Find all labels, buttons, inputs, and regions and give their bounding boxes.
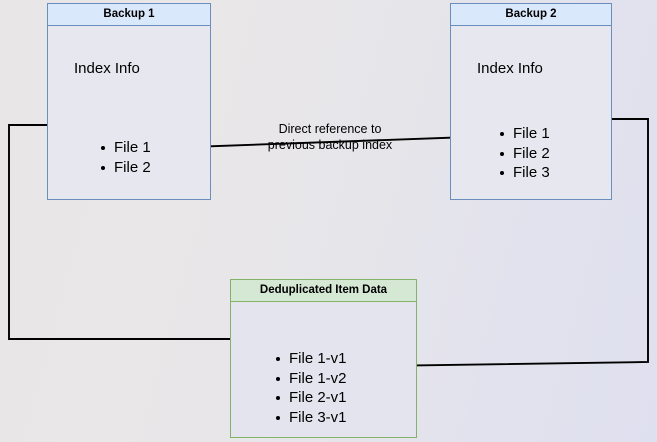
- node-backup1-file-list: File 1 File 2: [100, 138, 151, 177]
- node-backup2-subtitle: Index Info: [477, 60, 543, 77]
- list-item: File 1: [499, 124, 550, 144]
- edge-label-line-2: previous backup index: [267, 138, 393, 152]
- list-item: File 1-v1: [275, 349, 347, 369]
- list-item: File 3: [499, 163, 550, 183]
- node-deduplicated-file-list: File 1-v1 File 1-v2 File 2-v1 File 3-v1: [275, 349, 347, 427]
- node-backup1-header: Backup 1: [48, 4, 210, 26]
- list-item: File 1-v2: [275, 369, 347, 389]
- node-deduplicated-body: File 1-v1 File 1-v2 File 2-v1 File 3-v1: [231, 302, 416, 437]
- node-backup2-file-list: File 1 File 2 File 3: [499, 124, 550, 183]
- edge-label-direct-reference: Direct reference to previous backup inde…: [250, 121, 410, 153]
- list-item: File 1: [100, 138, 151, 158]
- node-backup2-header: Backup 2: [451, 4, 611, 26]
- node-backup2-body: Index Info File 1 File 2 File 3: [451, 26, 611, 199]
- node-backup2[interactable]: Backup 2 Index Info File 1 File 2 File 3: [450, 3, 612, 200]
- list-item: File 3-v1: [275, 408, 347, 428]
- node-backup1-body: Index Info File 1 File 2: [48, 26, 210, 199]
- node-deduplicated-header: Deduplicated Item Data: [231, 280, 416, 302]
- list-item: File 2: [499, 144, 550, 164]
- list-item: File 2: [100, 158, 151, 178]
- node-backup1[interactable]: Backup 1 Index Info File 1 File 2: [47, 3, 211, 200]
- edge-backup2-to-dedup: [374, 118, 649, 371]
- edge-label-line-1: Direct reference to: [278, 122, 382, 136]
- list-item: File 2-v1: [275, 388, 347, 408]
- edge-backup2-to-backup1-reference: [162, 135, 498, 153]
- node-deduplicated-item-data[interactable]: Deduplicated Item Data File 1-v1 File 1-…: [230, 279, 417, 438]
- node-backup1-subtitle: Index Info: [74, 60, 140, 77]
